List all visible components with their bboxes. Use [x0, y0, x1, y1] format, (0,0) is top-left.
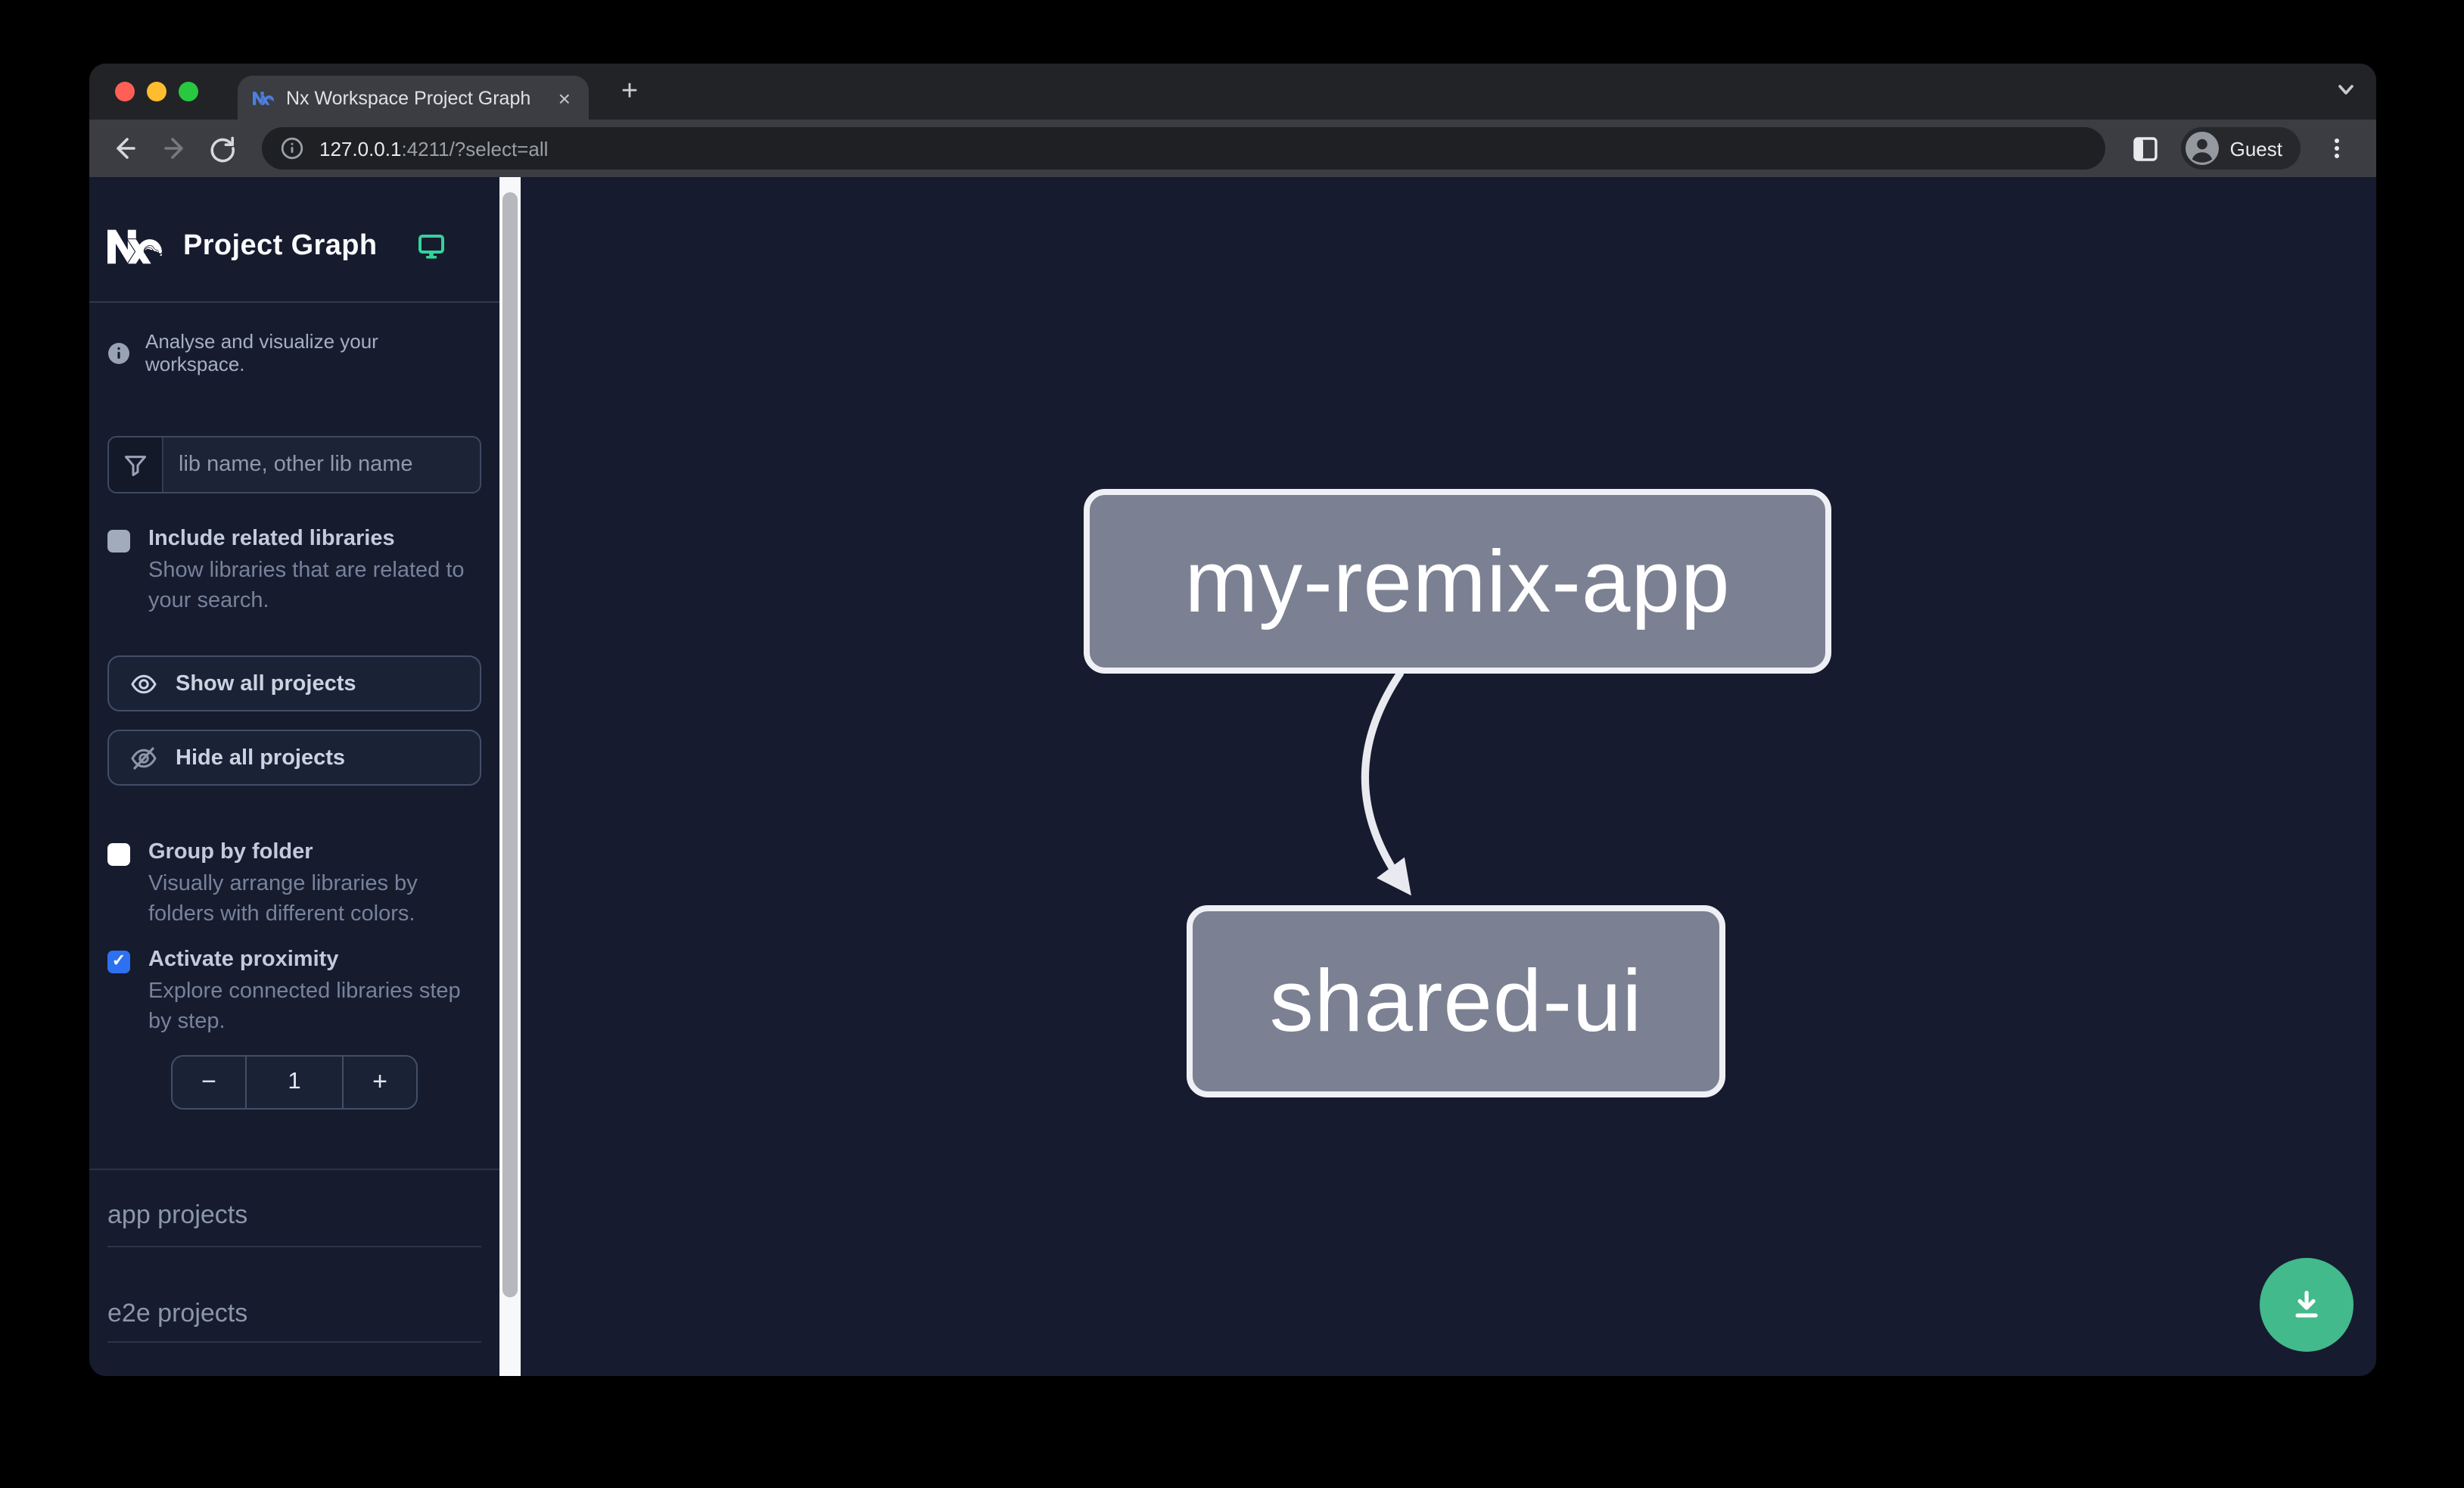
download-graph-button[interactable]: [2260, 1258, 2354, 1352]
app-title: Project Graph: [183, 230, 378, 262]
side-panel-icon[interactable]: [2124, 127, 2167, 170]
forward-button[interactable]: [153, 127, 195, 170]
url-text: 127.0.0.1:4211/?select=all: [319, 137, 548, 160]
tagline-row: Analyse and visualize your workspace.: [107, 330, 481, 375]
group-by-folder-label: Group by folder: [148, 840, 313, 864]
tab-nx-workspace[interactable]: Nx Workspace Project Graph ×: [238, 76, 589, 120]
address-bar[interactable]: 127.0.0.1:4211/?select=all: [262, 127, 2106, 170]
decrement-button[interactable]: −: [201, 1067, 216, 1096]
checkmark-icon: ✓: [111, 952, 126, 970]
eye-off-icon: [130, 744, 157, 771]
header-divider: [89, 301, 499, 303]
include-related-checkbox[interactable]: [107, 530, 130, 553]
activate-proximity-checkbox[interactable]: ✓: [107, 951, 130, 973]
show-all-projects-button[interactable]: Show all projects: [107, 655, 481, 711]
connected-monitor-icon[interactable]: [417, 232, 447, 262]
tab-title: Nx Workspace Project Graph: [286, 87, 531, 108]
nx-logo-icon: [107, 219, 162, 274]
hide-all-projects-label: Hide all projects: [176, 746, 346, 770]
sidebar-header: Project Graph: [107, 216, 481, 277]
node-label: shared-ui: [1269, 952, 1643, 1051]
activate-proximity-description: Explore connected libraries step by step…: [148, 979, 461, 1034]
nx-favicon-icon: [253, 87, 274, 108]
graph-canvas[interactable]: my-remix-app shared-ui: [521, 177, 2376, 1376]
avatar-icon: [2185, 130, 2221, 167]
tab-close-icon[interactable]: ×: [558, 86, 571, 110]
back-button[interactable]: [104, 127, 147, 170]
tagline-text: Analyse and visualize your workspace.: [145, 330, 378, 375]
minimize-window-button[interactable]: [147, 82, 166, 101]
hide-all-projects-button[interactable]: Hide all projects: [107, 730, 481, 786]
reload-button[interactable]: [201, 127, 244, 170]
download-icon: [2287, 1285, 2326, 1325]
tab-search-chevron-icon[interactable]: [2334, 77, 2358, 101]
stepper-value: 1: [245, 1057, 344, 1108]
search-input[interactable]: [163, 437, 480, 492]
sidebar-scrollbar[interactable]: [499, 177, 521, 1376]
browser-window: Nx Workspace Project Graph × +: [89, 64, 2376, 1376]
info-icon: [107, 341, 130, 364]
browser-menu-kebab-icon[interactable]: [2316, 127, 2358, 170]
filter-icon: [109, 437, 163, 492]
increment-button[interactable]: +: [372, 1067, 387, 1096]
group-by-folder-checkbox[interactable]: [107, 843, 130, 866]
include-related-description: Show libraries that are related to your …: [148, 559, 465, 613]
zoom-window-button[interactable]: [179, 82, 198, 101]
graph-node-my-remix-app[interactable]: my-remix-app: [1084, 489, 1831, 674]
toolbar-right: Guest: [2124, 127, 2358, 170]
node-label: my-remix-app: [1184, 532, 1731, 630]
edge-my-remix-app-to-shared-ui: [1361, 670, 1411, 896]
section-app-projects: app projects: [107, 1200, 481, 1247]
graph-node-shared-ui[interactable]: shared-ui: [1187, 905, 1725, 1097]
browser-toolbar: 127.0.0.1:4211/?select=all Guest: [89, 120, 2376, 177]
activate-proximity-label: Activate proximity: [148, 948, 339, 972]
profile-name: Guest: [2229, 137, 2282, 160]
page-content: Project Graph Analyse and visualize your…: [89, 177, 2376, 1376]
proximity-depth-stepper: − 1 +: [171, 1055, 418, 1110]
url-path: :4211/?select=all: [401, 137, 549, 160]
scrollbar-thumb[interactable]: [502, 192, 518, 1297]
option-activate-proximity: ✓ Activate proximity Explore connected l…: [107, 948, 481, 1037]
group-by-folder-description: Visually arrange libraries by folders wi…: [148, 872, 418, 926]
url-host: 127.0.0.1: [319, 137, 402, 160]
eye-icon: [130, 670, 157, 697]
profile-button[interactable]: Guest: [2181, 127, 2301, 170]
new-tab-button[interactable]: +: [621, 76, 639, 107]
tab-strip: Nx Workspace Project Graph × +: [89, 64, 2376, 120]
site-info-icon[interactable]: [274, 130, 310, 167]
search-box: [107, 436, 481, 493]
include-related-label: Include related libraries: [148, 527, 395, 551]
traffic-lights: [115, 82, 198, 101]
close-window-button[interactable]: [115, 82, 135, 101]
option-include-related: Include related libraries Show libraries…: [107, 527, 481, 616]
show-all-projects-label: Show all projects: [176, 671, 356, 696]
section-e2e-projects: e2e projects: [107, 1299, 481, 1343]
sidebar: Project Graph Analyse and visualize your…: [89, 177, 499, 1376]
option-group-by-folder: Group by folder Visually arrange librari…: [107, 840, 481, 929]
sections-divider: [89, 1169, 499, 1170]
